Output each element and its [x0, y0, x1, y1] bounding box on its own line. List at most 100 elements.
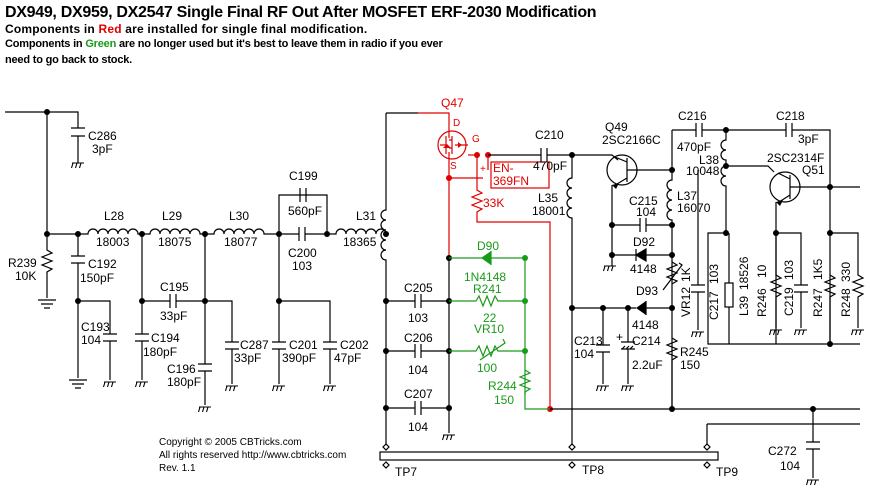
r247-value: 1K5	[811, 258, 825, 280]
l31-ref: L31	[356, 209, 376, 223]
en369-plus: +	[480, 164, 486, 175]
c201-value: 390pF	[282, 351, 316, 365]
c214-ref: C214	[632, 334, 661, 348]
tp9-label: TP9	[716, 465, 738, 479]
c192-ref: C192	[88, 257, 117, 271]
copyright-text: Copyright © 2005 CBTricks.com	[159, 437, 302, 448]
legend-text: Components in	[5, 22, 99, 36]
c213-value: 104	[574, 347, 594, 361]
c218-value: 3pF	[798, 132, 819, 146]
legend-green-line: Components in Green are no longer used b…	[5, 38, 443, 50]
q47-drain-label: D	[453, 118, 460, 129]
c206-value: 104	[408, 363, 428, 377]
l39-ref: L39	[737, 296, 751, 316]
d93-value: 4148	[632, 318, 659, 332]
c219-ref: C219	[782, 287, 796, 316]
c202-ref: C202	[340, 338, 369, 352]
c214-plus: +	[616, 330, 623, 344]
c200-value: 103	[292, 259, 312, 273]
d93-ref: D93	[636, 284, 658, 298]
r246-value: 10	[755, 264, 769, 278]
q47-mosfet-section	[418, 112, 575, 412]
c286-value: 3pF	[92, 142, 113, 156]
c196-value: 180pF	[167, 375, 201, 389]
q51-value: 2SC2314F	[767, 151, 824, 165]
l30-ref: L30	[229, 209, 249, 223]
tp7-label: TP7	[395, 465, 417, 479]
legend-note-line: need to go back to stock.	[5, 54, 133, 66]
c205-ref: C205	[404, 281, 433, 295]
c193-ref: C193	[81, 320, 110, 334]
c206-ref: C206	[404, 331, 433, 345]
q51-ref: Q51	[802, 163, 825, 177]
q47-ref: Q47	[441, 96, 464, 110]
l28-value: 18003	[96, 235, 130, 249]
l35-value: 18001	[532, 204, 566, 218]
d90-value: 1N4148	[464, 270, 506, 284]
c217-ref: C217	[707, 291, 721, 320]
c219-value: 103	[782, 260, 796, 280]
l28-ref: L28	[104, 209, 124, 223]
r248-ref: R248	[839, 288, 853, 317]
l31-value: 18365	[343, 235, 377, 249]
c287-value: 33pF	[234, 351, 261, 365]
c202-value: 47pF	[334, 351, 361, 365]
test-point-bus	[379, 406, 860, 486]
d92-ref: D92	[633, 235, 655, 249]
c196-ref: C196	[167, 362, 196, 376]
c287-ref: C287	[240, 338, 269, 352]
r247-ref: R247	[811, 288, 825, 317]
c215-value: 104	[636, 205, 656, 219]
en369-label-1: EN-	[493, 161, 514, 175]
vr12-value: 1K	[679, 267, 693, 282]
en369-label-2: 369FN	[493, 174, 529, 188]
l38-ref: L38	[699, 153, 719, 167]
r245-ref: R245	[680, 345, 709, 359]
r244-ref: R244	[488, 379, 517, 393]
vr12-ref: VR12	[679, 287, 693, 317]
r244-value: 150	[494, 393, 514, 407]
legend-red-word: Red	[98, 22, 122, 36]
l35-ref: L35	[538, 191, 558, 205]
c207-value: 104	[408, 420, 428, 434]
q47-source-label: S	[450, 161, 457, 172]
l39-value: 18526	[737, 256, 751, 290]
legend-red-line: Components in Red are installed for sing…	[5, 22, 367, 36]
l37-value: 16070	[677, 201, 711, 215]
c199-ref: C199	[289, 169, 318, 183]
r239-value: 10K	[15, 269, 36, 283]
q47-gate-label: G	[472, 134, 480, 145]
r246-ref: R246	[755, 288, 769, 317]
legend-text: are installed for single final modificat…	[121, 22, 368, 36]
revision-text: Rev. 1.1	[159, 463, 196, 474]
c272-ref: C272	[768, 444, 797, 458]
c207-ref: C207	[404, 387, 433, 401]
c213-ref: C213	[574, 334, 603, 348]
r241-value: 22	[483, 311, 497, 325]
c205-value: 103	[408, 311, 428, 325]
c200-ref: C200	[288, 246, 317, 260]
bias-ladder	[383, 251, 550, 441]
c286-ref: C286	[88, 129, 117, 143]
tp8-label: TP8	[582, 463, 604, 477]
d92-value: 4148	[630, 262, 657, 276]
rights-text: All rights reserved http://www.cbtricks.…	[159, 450, 346, 461]
vr10-value: 100	[477, 361, 497, 375]
c194-value: 180pF	[143, 345, 177, 359]
c215-ref: C215	[629, 194, 658, 208]
r241-ref: R241	[473, 282, 502, 296]
r245-value: 150	[680, 358, 700, 372]
l37-ref: L37	[677, 189, 697, 203]
l29-value: 18075	[158, 235, 192, 249]
c193-value: 104	[81, 333, 101, 347]
c201-ref: C201	[289, 338, 318, 352]
c218-ref: C218	[776, 109, 805, 123]
q49-value: 2SC2166C	[602, 133, 661, 147]
q49-driver-section	[550, 130, 860, 444]
diagram-title: DX949, DX959, DX2547 Single Final RF Out…	[5, 4, 597, 21]
l38-value: 10048	[686, 164, 720, 178]
d90-ref: D90	[477, 239, 499, 253]
q51-final-section	[672, 123, 865, 347]
l29-ref: L29	[162, 209, 182, 223]
